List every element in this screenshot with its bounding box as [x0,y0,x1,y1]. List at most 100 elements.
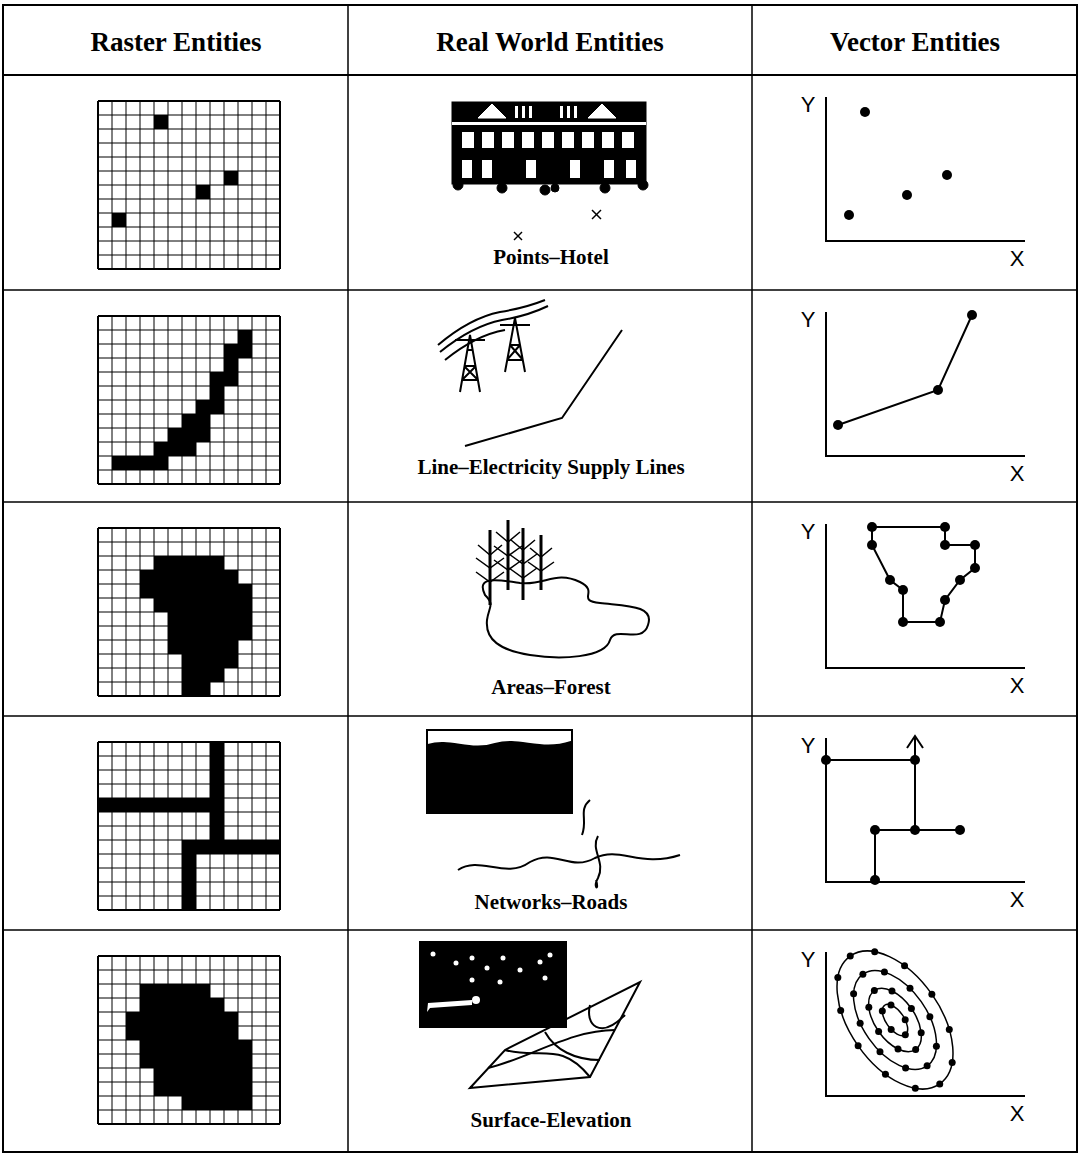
axis-label: X [1010,1102,1025,1126]
raster-cell [224,1082,238,1096]
raster-cell [140,584,154,598]
vertex-dot [933,1043,940,1050]
grid-line [98,756,280,757]
raster-cell [196,1054,210,1068]
raster-cell [196,612,210,626]
raster-cell [196,400,210,414]
raster-cell [210,742,224,756]
raster-cell [238,626,252,640]
grid-line [98,157,280,158]
plot-axes [826,738,1025,882]
raster-cell [140,1026,154,1040]
raster-cell [210,798,224,812]
vertex-dot [833,420,843,430]
raster-grid [98,956,280,1124]
raster-cell [210,812,224,826]
vertex-dot [940,540,950,550]
vertex-dot [834,974,841,981]
grid-line [98,483,280,485]
vertex-dot [946,1026,953,1033]
vertex-dot [926,1013,933,1020]
plot-axes [826,312,1025,456]
network-segment [874,830,876,880]
raster-cell [182,626,196,640]
vertex-dot [870,875,880,885]
vertex-dot [879,1008,886,1015]
raster-cell [210,626,224,640]
vertex-dot [857,1020,864,1027]
raster-cell [210,598,224,612]
raster-cell [154,570,168,584]
raster-cell [168,798,182,812]
grid-line [98,129,280,130]
grid-line [98,143,280,144]
raster-cell [154,798,168,812]
grid-line [98,784,280,785]
raster-cell [168,1068,182,1082]
raster-cell [224,840,238,854]
raster-cell [224,598,238,612]
vertex-dot [860,107,870,117]
raster-cell [182,1040,196,1054]
vertex-dot [935,617,945,627]
axis-label: Y [801,734,816,758]
raster-cell [196,998,210,1012]
raster-cell [224,570,238,584]
raster-cell [112,798,126,812]
raster-cell [168,1040,182,1054]
grid-line [98,770,280,771]
raster-cell [210,1012,224,1026]
vertex-dot [888,1026,895,1033]
vertex-dot [887,1002,894,1009]
vertex-dot [902,190,912,200]
grid-line [98,241,280,242]
raster-cell [182,612,196,626]
pylon-illustration [438,300,622,446]
raster-cell [140,1054,154,1068]
raster-cell [154,598,168,612]
vertex-dot [865,1004,872,1011]
vertex-dot [902,1016,909,1023]
vertex-dot [908,1005,915,1012]
vertex-dot [940,595,950,605]
column-header: Vector Entities [830,28,1000,58]
grid-line [98,171,280,172]
grid-line [98,372,280,373]
vertex-dot [871,987,878,994]
raster-cell [238,598,252,612]
axis-label: Y [801,520,816,544]
grid-line [98,826,280,827]
raster-cell [210,640,224,654]
raster-cell [182,584,196,598]
axis-label: X [1010,462,1025,486]
raster-cell [168,556,182,570]
vertex-dot [940,522,950,532]
vertex-dot [882,1071,889,1078]
raster-cell [154,1082,168,1096]
vertex-dot [907,985,914,992]
vertex-dot [885,575,895,585]
arrow-head [907,736,923,748]
entity-caption: Areas–Forest [489,676,612,699]
contour-line [858,979,932,1061]
raster-cell [182,1082,196,1096]
network-segment [826,759,915,761]
raster-cell [196,414,210,428]
grid-line [98,1123,280,1125]
raster-grid [98,316,280,484]
raster-cell [238,1096,252,1110]
raster-cell [154,998,168,1012]
grid-line [98,400,280,401]
vertex-dot [912,1085,919,1092]
raster-cell [238,1054,252,1068]
vertex-dot [837,1007,844,1014]
raster-cell [154,115,168,129]
vertex-dot [955,825,965,835]
grid-line [98,955,280,957]
vertex-dot [924,1062,931,1069]
grid-line [98,199,280,200]
raster-cell [182,1012,196,1026]
raster-cell [196,668,210,682]
axis-label: Y [801,948,816,972]
raster-grid [98,742,280,910]
